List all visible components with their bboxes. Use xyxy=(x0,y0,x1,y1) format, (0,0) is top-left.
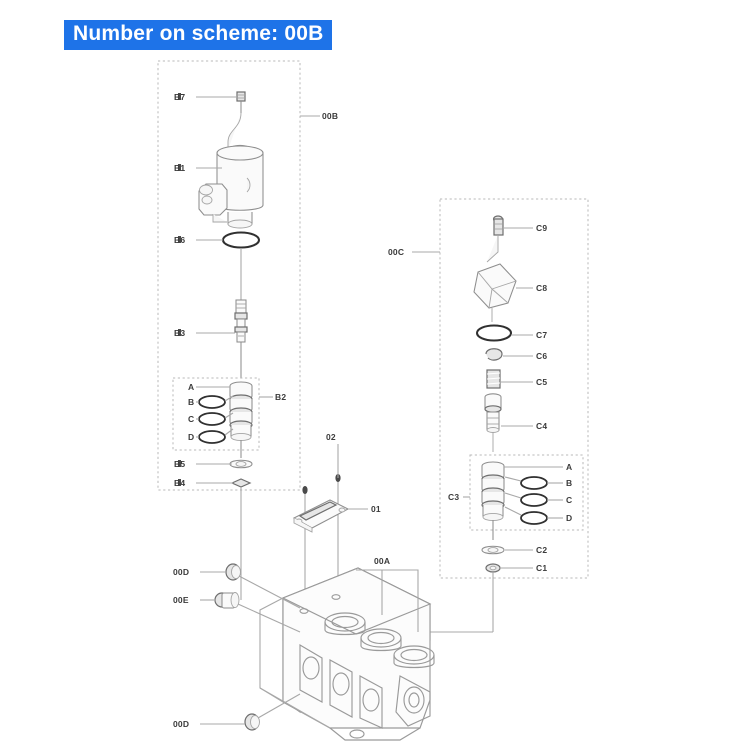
label-01: 01 xyxy=(371,504,381,514)
label-c3-a: A xyxy=(566,462,572,472)
label-c8: C8 xyxy=(536,283,547,293)
part-00a-valve-body xyxy=(259,567,435,741)
label-b2: B2 xyxy=(275,392,286,402)
label-b1: B1 xyxy=(174,163,185,173)
label-00b: 00B xyxy=(322,111,338,121)
leader-b2-d2 xyxy=(224,428,234,436)
part-b2-oring-c xyxy=(198,412,226,426)
label-c6: C6 xyxy=(536,351,547,361)
part-b3-pushrod xyxy=(234,299,248,378)
label-b2-b: B xyxy=(188,397,194,407)
label-00d-top: 00D xyxy=(173,567,189,577)
label-c9: C9 xyxy=(536,223,547,233)
label-c3-c: C xyxy=(566,495,572,505)
part-b5-washer xyxy=(229,459,253,469)
label-c2: C2 xyxy=(536,545,547,555)
part-c7-oring xyxy=(475,324,513,342)
part-b6-oring xyxy=(221,231,261,249)
part-00d-top-plug xyxy=(225,563,301,609)
label-b7: B7 xyxy=(174,92,185,102)
leader-c3-c2 xyxy=(504,492,522,499)
group-box-b2 xyxy=(172,377,260,451)
part-b2-cartridge xyxy=(229,381,253,458)
page-title-banner: Number on scheme: 00B xyxy=(64,20,333,51)
label-02: 02 xyxy=(326,432,336,442)
leader-c3-d2 xyxy=(504,506,522,516)
label-c3-b: B xyxy=(566,478,572,488)
label-b4: B4 xyxy=(174,478,185,488)
label-00e: 00E xyxy=(173,595,189,605)
part-b7-screw xyxy=(236,91,246,113)
part-b4-seal xyxy=(230,478,252,488)
label-c4: C4 xyxy=(536,421,547,431)
label-c3: C3 xyxy=(448,492,459,502)
label-c3-d: D xyxy=(566,513,572,523)
label-b2-d: D xyxy=(188,432,194,442)
leader-b2-c2 xyxy=(224,412,234,419)
part-00d-bottom-plug xyxy=(244,693,301,731)
label-00d-bottom: 00D xyxy=(173,719,189,729)
label-b2-a: A xyxy=(188,382,194,392)
label-00c: 00C xyxy=(388,247,404,257)
part-b1-solenoid xyxy=(198,144,264,229)
part-c9-screw xyxy=(492,215,504,236)
part-c3-cartridge xyxy=(481,461,505,540)
part-b2-oring-b xyxy=(198,395,226,409)
part-c4-plunger xyxy=(484,393,502,433)
label-b5: B5 xyxy=(174,459,185,469)
part-c3-oring-b xyxy=(520,476,548,490)
label-c7: C7 xyxy=(536,330,547,340)
part-c6-retainer xyxy=(485,348,503,361)
label-b2-c: C xyxy=(188,414,194,424)
part-c2-washer xyxy=(481,545,505,555)
label-c5: C5 xyxy=(536,377,547,387)
leader-b2-b2 xyxy=(224,395,234,402)
part-c8-stem xyxy=(486,235,499,263)
label-00a: 00A xyxy=(374,556,390,566)
leader-c3-b2 xyxy=(504,476,522,482)
part-c8-cover xyxy=(473,263,517,309)
part-01-bracket xyxy=(292,499,350,533)
label-b6: B6 xyxy=(174,235,185,245)
part-c3-oring-d xyxy=(520,511,548,525)
group-box-c3 xyxy=(469,454,584,531)
label-b3: B3 xyxy=(174,328,185,338)
part-c1-seal xyxy=(485,563,501,573)
part-b2-oring-d xyxy=(198,430,226,444)
label-c1: C1 xyxy=(536,563,547,573)
part-c5-spring xyxy=(486,369,501,389)
part-c3-oring-c xyxy=(520,493,548,507)
part-b1-wire xyxy=(227,112,242,150)
group-box-00c xyxy=(439,198,589,579)
group-box-00b xyxy=(157,60,301,491)
